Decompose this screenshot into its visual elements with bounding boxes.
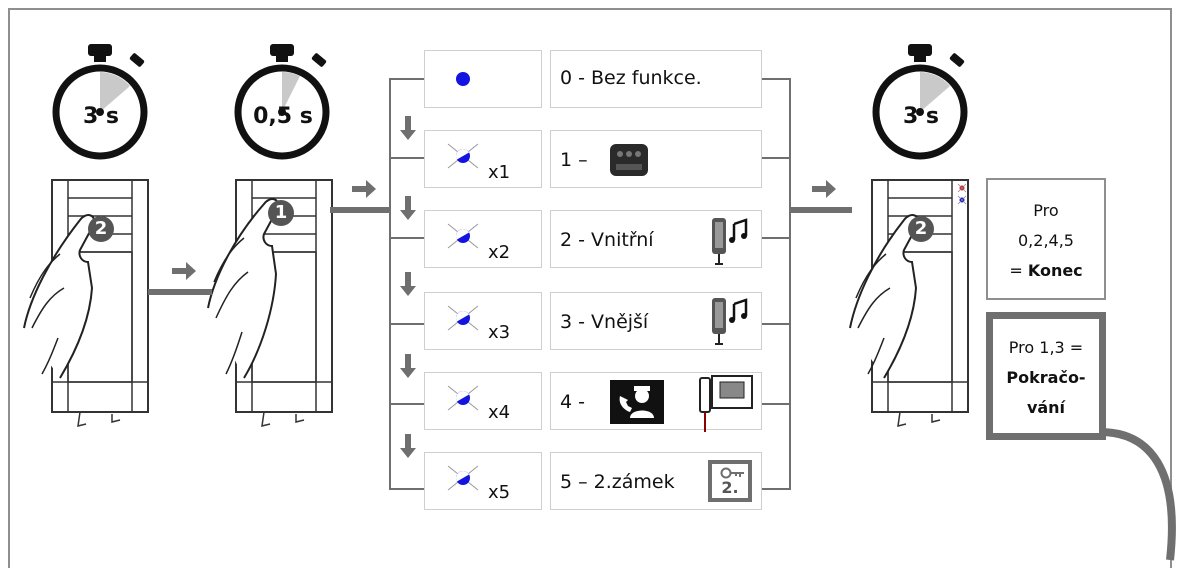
guard-call-icon — [610, 380, 664, 424]
end-box-line2: 0,2,4,5 — [1018, 231, 1074, 250]
mode-2-label: 2 - Vnitřní — [560, 229, 654, 251]
video-monitor-icon — [699, 375, 753, 432]
intercom-handset-music-icon — [712, 218, 748, 265]
second-lock-badge: 2. — [708, 460, 752, 502]
mode-description-cell — [550, 50, 762, 108]
stopwatch-icon — [52, 44, 148, 160]
second-lock-label: 2. — [721, 478, 739, 497]
key-1-badge: 1 — [268, 200, 294, 226]
mode-4-label: 4 - — [560, 391, 585, 413]
down-arrow-icon — [400, 196, 416, 220]
mode-3-label: 3 - Vnější — [560, 311, 649, 333]
mode-led-cell — [424, 50, 542, 108]
blinking-led-icon — [447, 143, 479, 169]
mode-led-cell — [424, 130, 542, 188]
blinking-led-icon — [447, 465, 479, 491]
blink-count: x5 — [488, 482, 511, 503]
timer-label: 3 s — [82, 104, 120, 129]
door-panel-press-key-1 — [207, 179, 333, 427]
key-2-badge: 2 — [88, 216, 114, 242]
continue-condition-box: Pro 1,3 = Pokračo- vání — [986, 312, 1106, 440]
blinking-led-icon — [447, 385, 479, 411]
key-2-badge: 2 — [908, 216, 934, 242]
stopwatch-icon — [872, 44, 968, 160]
mode-description-cell — [550, 292, 762, 350]
down-arrow-icon — [400, 272, 416, 296]
continue-box-line1: Pro 1,3 = — [1008, 338, 1084, 357]
mode-1-label: 1 – — [560, 149, 588, 171]
mode-description-cell — [550, 130, 762, 188]
relay-module-icon — [610, 144, 648, 176]
down-arrow-icon — [400, 434, 416, 458]
intercom-handset-music-icon — [712, 298, 748, 345]
continue-box-line3: vání — [1026, 398, 1066, 417]
end-condition-box: Pro 0,2,4,5 = Konec — [986, 178, 1106, 300]
down-arrow-icon — [400, 116, 416, 140]
key-icon — [720, 467, 744, 479]
right-arrow-icon — [812, 180, 836, 198]
diagram-frame — [8, 8, 1172, 568]
mode-description-cell — [550, 210, 762, 268]
mode-0-label: 0 - Bez funkce. — [560, 67, 702, 89]
stopwatch-icon — [234, 44, 330, 160]
end-box-line3: = Konec — [1009, 261, 1083, 280]
blinking-led-icon — [447, 305, 479, 331]
mode-led-cell — [424, 292, 542, 350]
timer-label: 3 s — [902, 104, 940, 129]
timer-label: 0,5 s — [253, 104, 313, 129]
mode-led-cell — [424, 210, 542, 268]
mode-led-cell — [424, 372, 542, 430]
down-arrow-icon — [400, 354, 416, 378]
blink-count: x3 — [488, 322, 511, 343]
blinking-led-icon — [447, 223, 479, 249]
continue-box-line2: Pokračo- — [1006, 368, 1086, 387]
blink-count: x4 — [488, 402, 511, 423]
blink-count: x1 — [488, 162, 511, 183]
mode-5-label: 5 – 2.zámek — [560, 471, 675, 493]
right-arrow-icon — [172, 262, 196, 280]
end-box-line1: Pro — [1033, 201, 1059, 220]
mode-led-cell — [424, 452, 542, 510]
blue-led-icon — [456, 72, 470, 86]
right-arrow-icon — [352, 180, 376, 198]
blink-count: x2 — [488, 242, 511, 263]
